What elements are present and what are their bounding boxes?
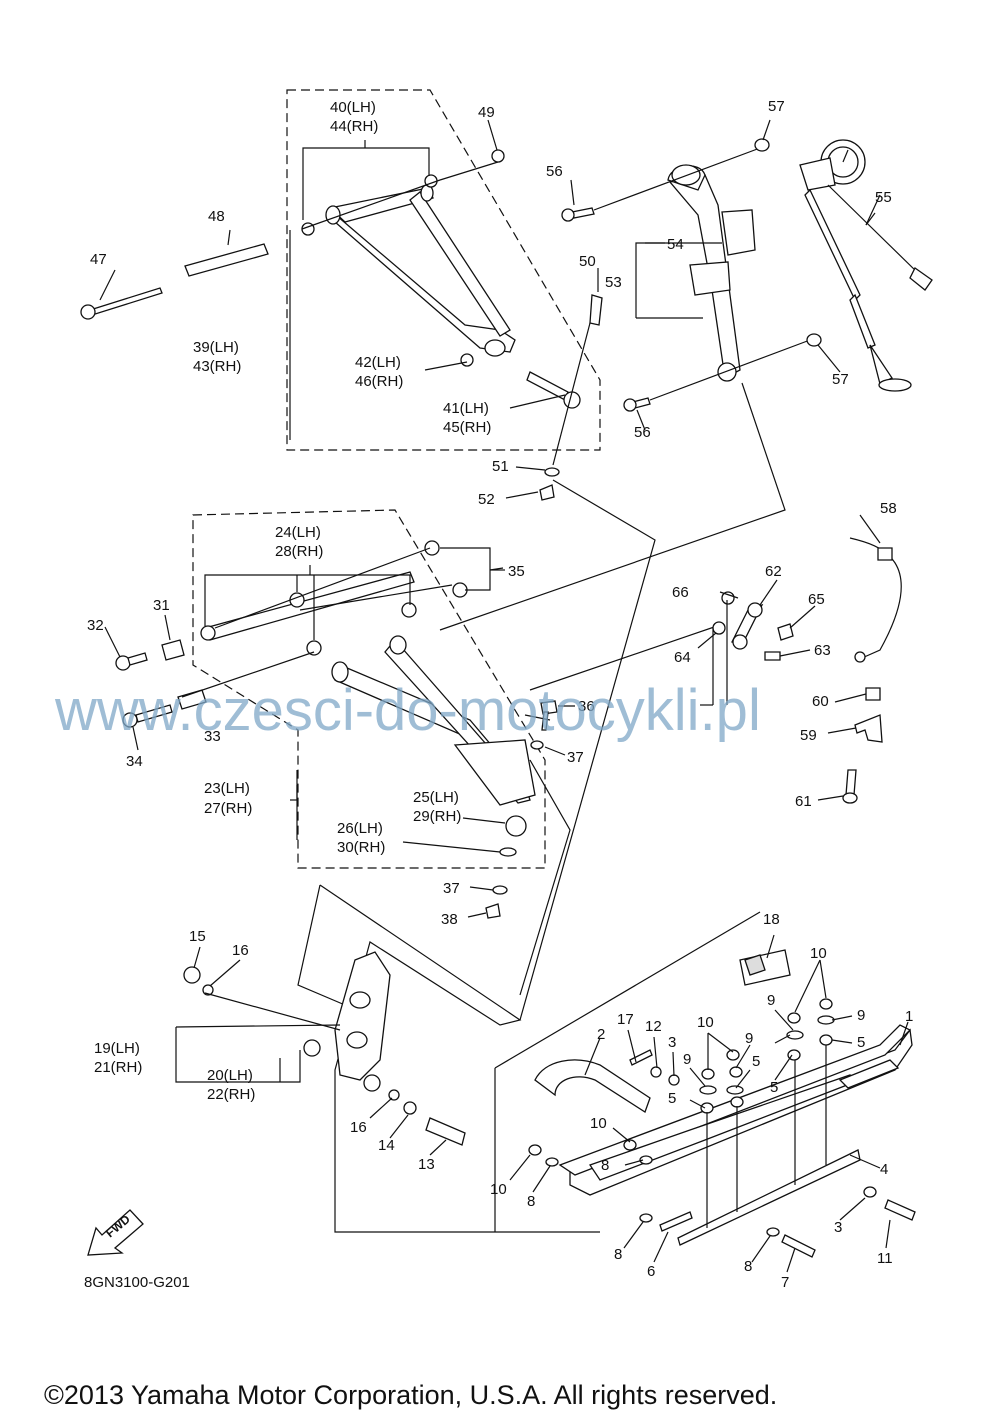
label-3b: 3 — [834, 1219, 842, 1236]
label-1: 1 — [905, 1008, 913, 1025]
label-46: 46(RH) — [355, 373, 403, 390]
leader-lines — [99, 119, 909, 1273]
lower-arm-group — [115, 509, 558, 919]
fwd-arrow-icon: FWD — [87, 1209, 144, 1256]
label-13: 13 — [418, 1156, 435, 1173]
label-37a: 37 — [567, 749, 584, 766]
label-17: 17 — [617, 1011, 634, 1028]
label-56a: 56 — [546, 163, 563, 180]
label-15: 15 — [189, 928, 206, 945]
label-50: 50 — [579, 253, 596, 270]
label-5b: 5 — [752, 1053, 760, 1070]
label-38: 38 — [441, 911, 458, 928]
label-57b: 57 — [832, 371, 849, 388]
label-33: 33 — [204, 728, 221, 745]
label-35: 35 — [508, 563, 525, 580]
label-32: 32 — [87, 617, 104, 634]
label-27: 27(RH) — [204, 800, 252, 817]
label-28: 28(RH) — [275, 543, 323, 560]
label-36: 36 — [578, 698, 595, 715]
label-42: 42(LH) — [355, 354, 401, 371]
label-49: 49 — [478, 104, 495, 121]
label-47: 47 — [90, 251, 107, 268]
label-51: 51 — [492, 458, 509, 475]
label-24: 24(LH) — [275, 524, 321, 541]
label-23: 23(LH) — [204, 780, 250, 797]
label-41: 41(LH) — [443, 400, 489, 417]
label-5c: 5 — [770, 1079, 778, 1096]
label-12: 12 — [645, 1018, 662, 1035]
label-16a: 16 — [232, 942, 249, 959]
label-5d: 5 — [668, 1090, 676, 1107]
label-54: 54 — [667, 236, 684, 253]
label-3a: 3 — [668, 1034, 676, 1051]
label-9b: 9 — [857, 1007, 865, 1024]
label-62: 62 — [765, 563, 782, 580]
label-57a: 57 — [768, 98, 785, 115]
label-9d: 9 — [683, 1051, 691, 1068]
linkage-group — [700, 537, 902, 804]
watermark-text: www.czesci-do-motocykli.pl — [54, 678, 761, 743]
label-61: 61 — [795, 793, 812, 810]
label-21: 21(RH) — [94, 1059, 142, 1076]
label-9a: 9 — [767, 992, 775, 1009]
label-64: 64 — [674, 649, 691, 666]
label-10c: 10 — [590, 1115, 607, 1132]
label-10d: 10 — [490, 1181, 507, 1198]
label-11: 11 — [877, 1250, 893, 1267]
label-22: 22(RH) — [207, 1086, 255, 1103]
label-45: 45(RH) — [443, 419, 491, 436]
label-37b: 37 — [443, 880, 460, 897]
ski-group — [494, 911, 916, 1258]
label-66: 66 — [672, 584, 689, 601]
label-53: 53 — [605, 274, 622, 291]
label-60: 60 — [812, 693, 829, 710]
part-labels: 40(LH) 44(RH) 49 57 56 55 48 54 47 50 53… — [87, 98, 913, 1291]
label-43: 43(RH) — [193, 358, 241, 375]
label-8d: 8 — [744, 1258, 752, 1275]
label-4: 4 — [880, 1161, 888, 1178]
label-19: 19(LH) — [94, 1040, 140, 1057]
label-14: 14 — [378, 1137, 395, 1154]
label-16b: 16 — [350, 1119, 367, 1136]
label-56b: 56 — [634, 424, 651, 441]
label-9c: 9 — [745, 1030, 753, 1047]
label-6: 6 — [647, 1263, 655, 1280]
label-25: 25(LH) — [413, 789, 459, 806]
label-8a: 8 — [601, 1157, 609, 1174]
label-5a: 5 — [857, 1034, 865, 1051]
label-59: 59 — [800, 727, 817, 744]
label-30: 30(RH) — [337, 839, 385, 856]
label-55: 55 — [875, 189, 892, 206]
diagram-code: 8GN3100-G201 — [84, 1274, 190, 1291]
label-7: 7 — [781, 1274, 789, 1291]
label-48: 48 — [208, 208, 225, 225]
label-26: 26(LH) — [337, 820, 383, 837]
label-10a: 10 — [810, 945, 827, 962]
gauge-tool — [799, 139, 933, 392]
label-29: 29(RH) — [413, 808, 461, 825]
label-52: 52 — [478, 491, 495, 508]
label-31: 31 — [153, 597, 170, 614]
shock-absorber — [439, 138, 822, 631]
label-8b: 8 — [527, 1193, 535, 1210]
spindle-group — [175, 884, 600, 1233]
upper-arm-group — [80, 89, 601, 451]
label-58: 58 — [880, 500, 897, 517]
label-10b: 10 — [697, 1014, 714, 1031]
label-39: 39(LH) — [193, 339, 239, 356]
copyright-text: ©2013 Yamaha Motor Corporation, U.S.A. A… — [44, 1380, 777, 1410]
label-44: 44(RH) — [330, 118, 378, 135]
label-40: 40(LH) — [330, 99, 376, 116]
label-20: 20(LH) — [207, 1067, 253, 1084]
label-34: 34 — [126, 753, 143, 770]
label-8c: 8 — [614, 1246, 622, 1263]
label-65: 65 — [808, 591, 825, 608]
label-63: 63 — [814, 642, 831, 659]
label-2: 2 — [597, 1026, 605, 1043]
label-18: 18 — [763, 911, 780, 928]
